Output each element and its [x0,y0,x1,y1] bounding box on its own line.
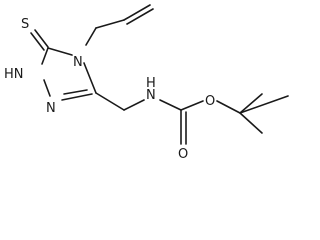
allyl-bond-n-ch2 [85,27,97,46]
atom-label-n-carbamate: N [146,88,156,103]
allyl-bond-ch2-ch [95,19,125,29]
bond-ch2-n [123,99,145,111]
atom-label-hn: HN [4,67,24,82]
ring-bond-c3-n2-inner [63,89,88,95]
allyl-double-bond-a [123,4,151,21]
ring-bond-n1-c5 [41,47,49,65]
allyl-double-bond-b [126,8,154,25]
tbu-bond-right [239,95,289,114]
bond-o-tbu-c [216,100,241,114]
bond-c3-ch2 [95,92,125,111]
bond-n-carbonyl-c [159,99,182,111]
atom-label-o-ester: O [205,94,215,109]
bond-carbonyl-c-o [180,100,204,111]
ring-bond-n4-c3 [83,62,97,94]
ring-bond-n2-n1 [43,79,51,97]
atom-label-h-carbamate: H [146,76,156,91]
atom-label-s: S [21,17,29,32]
c-s-double-bond-a [34,29,49,48]
atom-label-n4: N [73,55,83,70]
tbu-bond-down [239,112,263,134]
c-s-double-bond-b [30,32,45,51]
atom-label-o-carbonyl: O [178,147,188,162]
ring-bond-c5-n4 [47,47,73,56]
atom-label-n2: N [46,101,56,116]
molecular-structure-diagram: S N HN N N H O O [4,4,289,162]
tbu-bond-up [239,93,263,114]
ring-bond-c3-n2 [61,93,93,101]
